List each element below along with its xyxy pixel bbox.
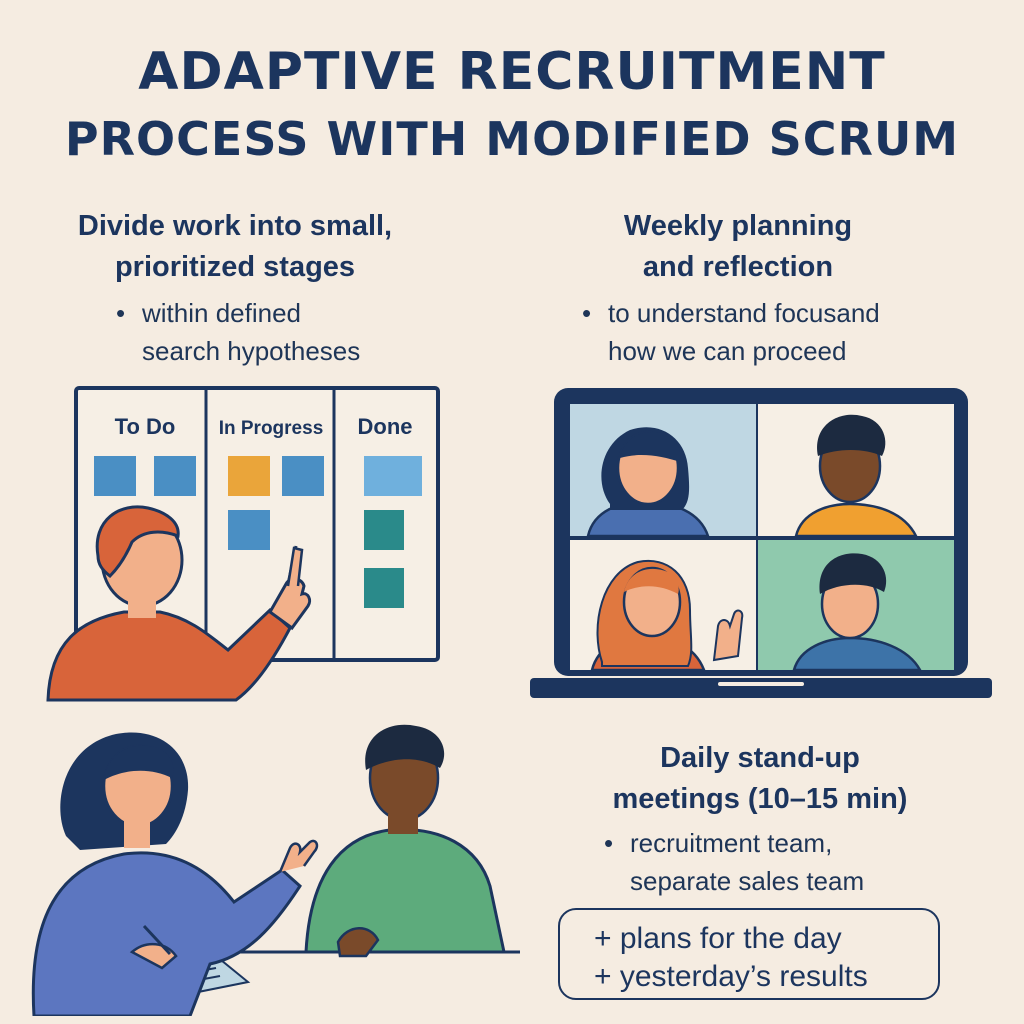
laptop-base (530, 678, 992, 698)
agenda-results-line: + yesterday’s results (594, 960, 868, 993)
daily-heading-line1: Daily stand-up (660, 742, 860, 774)
sticky-note (228, 456, 270, 496)
sticky-note (228, 510, 270, 550)
participant-avatar (792, 553, 923, 672)
bullet-dot-icon: • (604, 828, 614, 858)
divide-bullet-line1: within defined (142, 298, 301, 328)
kanban-board-illustration: To Do In Progress Done (46, 386, 440, 702)
daily-bullet-line1: recruitment team, (630, 828, 833, 858)
sticky-note (364, 568, 404, 608)
agenda-plans-line: + plans for the day (594, 922, 842, 955)
pointing-person (46, 505, 312, 702)
daily-heading: Daily stand-up meetings (10–15 min) (580, 738, 940, 820)
bullet-dot-icon: • (582, 298, 592, 328)
weekly-bullet-line2: how we can proceed (608, 336, 847, 366)
divide-heading: Divide work into small, prioritized stag… (30, 206, 440, 288)
main-title-line2: PROCESS WITH MODIFIED SCRUM (64, 112, 960, 166)
divide-heading-line2: prioritized stages (114, 251, 356, 283)
weekly-heading-line2: and reflection (642, 251, 834, 283)
video-call-laptop-illustration (530, 388, 992, 698)
weekly-bullet-line1: to understand focusand (608, 298, 880, 328)
participant-avatar (794, 414, 919, 538)
woman-figure (31, 732, 319, 1016)
daily-agenda-box: + plans for the day + yesterday’s result… (558, 908, 940, 1000)
divide-bullet-line2: search hypotheses (142, 336, 361, 366)
sticky-note (364, 510, 404, 550)
weekly-heading-line1: Weekly planning (623, 210, 853, 242)
kanban-col-progress: In Progress (219, 418, 324, 439)
sticky-note (154, 456, 196, 496)
meeting-illustration (31, 724, 520, 1016)
sticky-note (364, 456, 422, 496)
main-title-line1: ADAPTIVE RECRUITMENT (138, 42, 886, 102)
daily-heading-line2: meetings (10–15 min) (612, 783, 908, 815)
bullet-dot-icon: • (116, 298, 126, 328)
participant-avatar (590, 559, 744, 672)
divide-heading-line1: Divide work into small, (77, 210, 393, 242)
kanban-col-done: Done (358, 414, 413, 439)
divide-bullet: • within defined search hypotheses (116, 294, 360, 370)
man-figure (304, 724, 506, 958)
daily-bullet-line2: separate sales team (630, 866, 865, 896)
daily-bullet: • recruitment team, separate sales team (604, 824, 864, 900)
sticky-note (94, 456, 136, 496)
sticky-note (282, 456, 324, 496)
participant-avatar (586, 427, 710, 538)
laptop-notch (718, 682, 804, 686)
weekly-bullet: • to understand focusand how we can proce… (582, 294, 880, 370)
weekly-heading: Weekly planning and reflection (560, 206, 916, 288)
kanban-col-todo: To Do (115, 414, 176, 439)
